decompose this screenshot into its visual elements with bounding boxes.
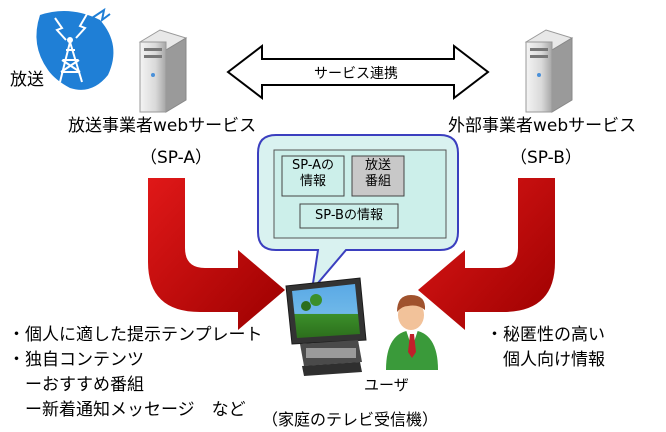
right-item: 個人向け情報: [486, 350, 605, 370]
left-server-icon: [138, 29, 188, 113]
tv-icon: [285, 277, 367, 376]
right-item-list: ・秘匿性の高い 個人向け情報: [486, 323, 605, 373]
spa-info-box: [281, 155, 345, 197]
spb-info-box: [299, 203, 399, 229]
broadcast-label: 放送: [10, 70, 44, 90]
service-link-arrow: [226, 43, 490, 101]
spb-info-label: SP-Bの情報: [315, 208, 383, 223]
tv-label: （家庭のテレビ受信機）: [262, 410, 439, 429]
broadcast-program-label: 放送 番組: [364, 158, 391, 189]
right-service-label: 外部事業者webサービス: [448, 116, 637, 136]
right-flow-arrow: [418, 178, 555, 330]
right-item: ・秘匿性の高い: [486, 325, 605, 345]
right-server-icon: [524, 29, 574, 113]
left-item: ・独自コンテンツ: [8, 350, 144, 370]
left-flow-arrow: [148, 178, 285, 330]
user-label: ユーザ: [364, 376, 409, 394]
right-service-code: （SP-B）: [510, 148, 582, 168]
left-item-list: ・個人に適した提示テンプレート ・独自コンテンツ ーおすすめ番組 ー新着通知メッ…: [8, 323, 263, 423]
left-service-code: （SP-A）: [140, 148, 213, 168]
service-link-label: サービス連携: [314, 66, 398, 82]
left-item: ーおすすめ番組: [8, 375, 144, 395]
broadcast-tower-icon: [36, 7, 114, 90]
left-service-label: 放送事業者webサービス: [68, 116, 257, 136]
left-item: ー新着通知メッセージ など: [8, 400, 246, 420]
left-item: ・個人に適した提示テンプレート: [8, 325, 263, 345]
user-icon: [386, 295, 438, 370]
broadcast-program-box: [351, 155, 405, 197]
spa-info-label: SP-Aの 情報: [291, 158, 335, 189]
